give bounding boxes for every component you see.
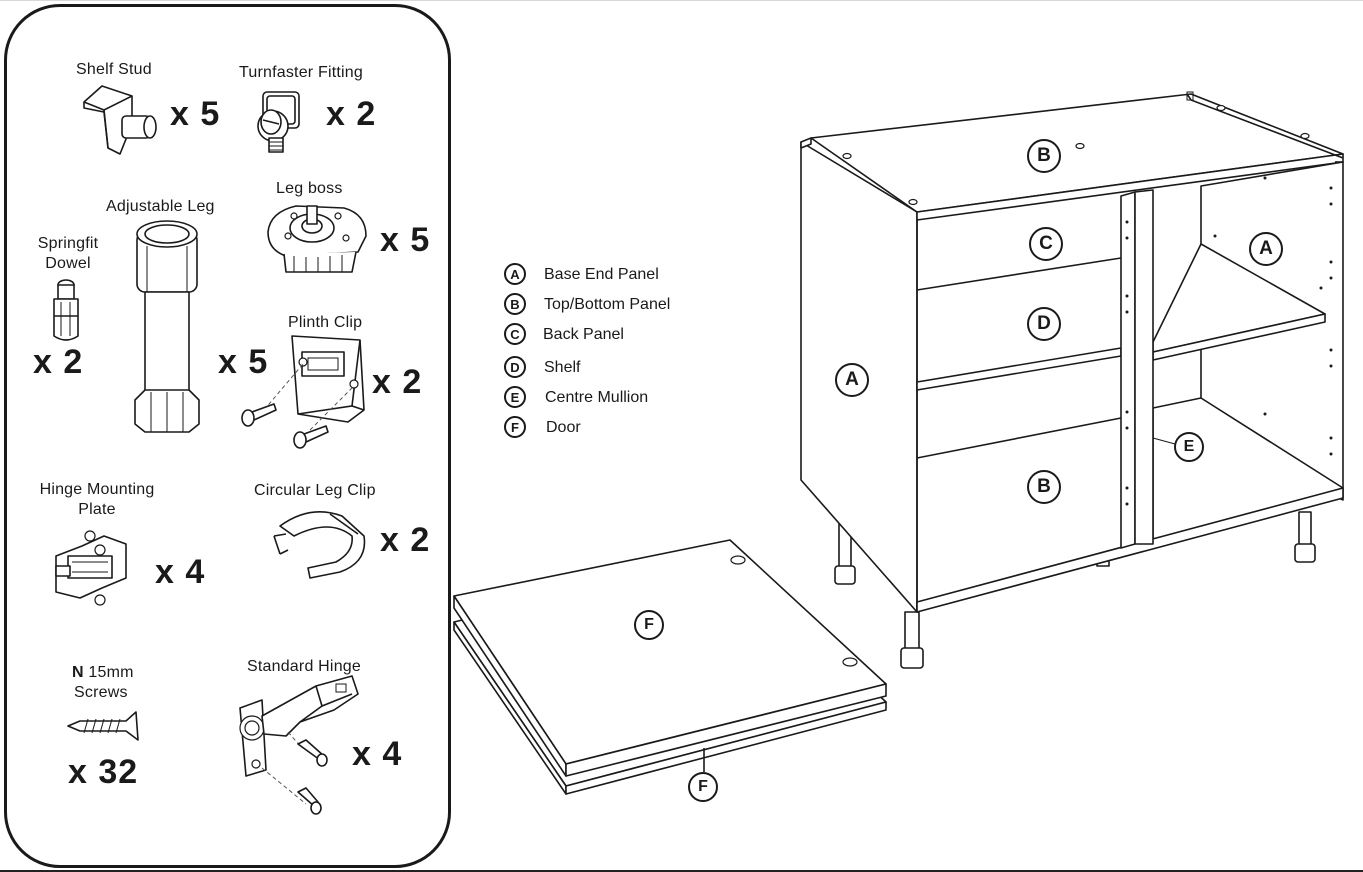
plinth-clip-label: Plinth Clip (288, 314, 363, 331)
legend-text-c: Back Panel (543, 326, 624, 343)
legend-letter-d: D (504, 356, 526, 378)
standard-hinge-icon (239, 675, 359, 815)
springfit-dowel-label-line2: Dowel (45, 255, 91, 272)
callout-door-top: F (634, 610, 664, 640)
hinge-mounting-plate-icon (55, 530, 127, 606)
springfit-dowel-qty: x 2 (33, 343, 84, 381)
page-bottom-rule (0, 870, 1363, 872)
hinge-mounting-plate-label-line2: Plate (78, 501, 116, 518)
legend-row-e: E Centre Mullion (504, 386, 734, 412)
plinth-clip-qty: x 2 (372, 363, 423, 401)
callout-back-panel: C (1029, 227, 1063, 261)
door-panels-drawing (453, 539, 887, 795)
shelf-stud-label: Shelf Stud (76, 61, 152, 78)
hinge-mounting-plate-label-line1: Hinge Mounting (39, 481, 155, 498)
legend-row-b: B Top/Bottom Panel (504, 293, 734, 319)
turnfaster-fitting-label: Turnfaster Fitting (239, 64, 363, 81)
callout-right-end-panel: A (1249, 232, 1283, 266)
adjustable-leg-label: Adjustable Leg (106, 198, 215, 215)
screw-code: N (72, 664, 84, 681)
legend-text-b: Top/Bottom Panel (544, 296, 671, 313)
legend-row-f: F Door (504, 416, 734, 442)
callout-door-bottom: F (688, 772, 718, 802)
leg-boss-label: Leg boss (276, 180, 343, 197)
callout-bottom-panel: B (1027, 470, 1061, 504)
shelf-stud-qty: x 5 (170, 95, 221, 133)
legend-text-d: Shelf (544, 359, 581, 376)
springfit-dowel-icon (53, 279, 79, 341)
circular-leg-clip-icon (273, 510, 366, 579)
standard-hinge-label: Standard Hinge (247, 658, 361, 675)
shelf-stud-icon (83, 85, 157, 155)
legend-row-c: C Back Panel (504, 323, 734, 349)
screws-qty: x 32 (68, 753, 139, 791)
callout-left-end-panel: A (835, 363, 869, 397)
legend-letter-a: A (504, 263, 526, 285)
legend-text-e: Centre Mullion (545, 389, 649, 406)
turnfaster-fitting-icon (257, 91, 300, 153)
callout-shelf: D (1027, 307, 1061, 341)
legend-letter-e: E (504, 386, 526, 408)
screw-icon (67, 711, 139, 741)
legend-letter-f: F (504, 416, 526, 438)
legend-row-a: A Base End Panel (504, 263, 734, 289)
screws-label-line2: Screws (74, 684, 128, 701)
callout-centre-mullion: E (1174, 432, 1204, 462)
adjustable-leg-qty: x 5 (218, 343, 269, 381)
springfit-dowel-label-line1: Springfit (37, 235, 99, 252)
page-top-rule (0, 0, 1363, 1)
screws-label-line1: N 15mm (72, 663, 134, 683)
standard-hinge-qty: x 4 (352, 735, 403, 773)
plinth-clip-icon (241, 335, 365, 449)
circular-leg-clip-label: Circular Leg Clip (254, 482, 376, 499)
adjustable-leg-icon (134, 220, 200, 433)
legend-letter-c: C (504, 323, 526, 345)
legend-row-d: D Shelf (504, 356, 734, 382)
legend-text-f: Door (546, 419, 581, 436)
screw-size: 15mm (88, 664, 134, 681)
circular-leg-clip-qty: x 2 (380, 521, 431, 559)
cabinet-carcass-drawing (800, 91, 1344, 669)
leg-boss-icon (267, 205, 367, 273)
callout-top-panel: B (1027, 139, 1061, 173)
hinge-mounting-plate-qty: x 4 (155, 553, 206, 591)
legend-text-a: Base End Panel (544, 266, 659, 283)
leg-boss-qty: x 5 (380, 221, 431, 259)
legend-letter-b: B (504, 293, 526, 315)
turnfaster-fitting-qty: x 2 (326, 95, 377, 133)
